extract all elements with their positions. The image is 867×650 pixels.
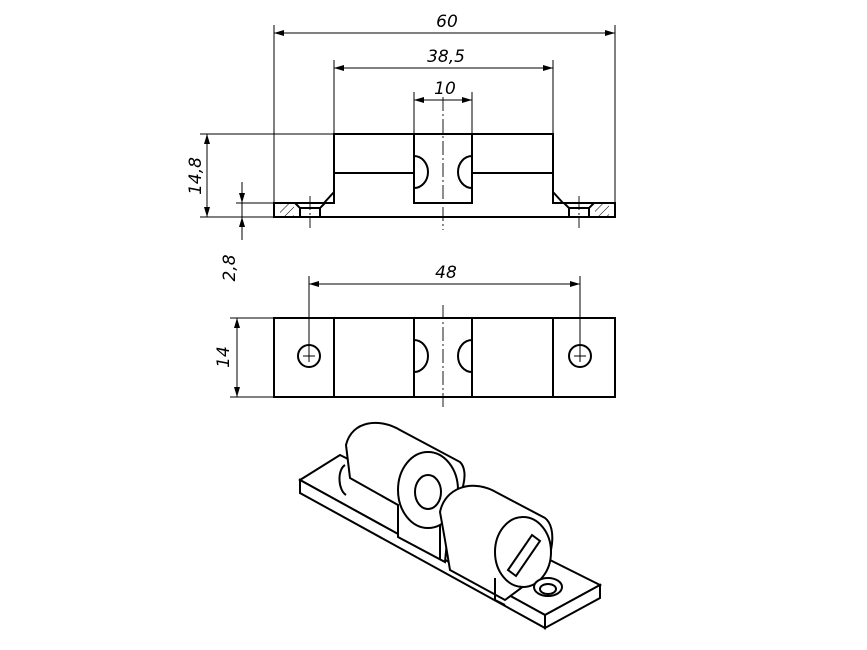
dim-height: 14,8 — [186, 157, 206, 195]
iso-block-right-base — [494, 578, 506, 606]
top-view-hole-right — [568, 344, 592, 368]
top-view-hole-left — [297, 344, 321, 368]
iso-hole-right-inner — [539, 583, 557, 595]
front-view-shoulder-right — [552, 191, 564, 204]
front-view-ball-right — [457, 155, 473, 189]
top-view-hole-left-cross — [303, 350, 315, 362]
front-view-ball-left — [413, 155, 429, 189]
dim-inner-length: 38,5 — [427, 47, 465, 67]
top-view-outline — [273, 317, 616, 398]
dim-gap-width: 10 — [434, 79, 456, 99]
iso-cylinder-left-hole — [414, 474, 442, 510]
front-view-base-plate — [273, 133, 616, 218]
dim-overall-length: 60 — [436, 12, 458, 32]
front-view-hole-right-hatch — [595, 203, 609, 217]
dim-base-thickness: 2,8 — [220, 254, 240, 281]
dim-hole-spacing: 48 — [435, 263, 457, 283]
dimensions: 60 38,5 10 14,8 2,8 48 14 — [186, 12, 616, 398]
iso-base-right-edge — [544, 583, 601, 630]
top-view-hole-right-cross — [574, 350, 586, 362]
front-view-shoulder-left — [323, 191, 335, 204]
iso-block-left-side — [397, 505, 441, 560]
top-view — [273, 305, 616, 410]
isometric-view — [298, 422, 603, 630]
front-view-hole-left-hatch — [280, 203, 294, 217]
front-view — [273, 97, 616, 230]
top-view-ball-right — [457, 339, 473, 373]
iso-screw-slot — [506, 533, 542, 578]
top-view-ball-left — [413, 339, 429, 373]
iso-ball-left — [338, 464, 347, 496]
dim-width: 14 — [214, 346, 234, 368]
